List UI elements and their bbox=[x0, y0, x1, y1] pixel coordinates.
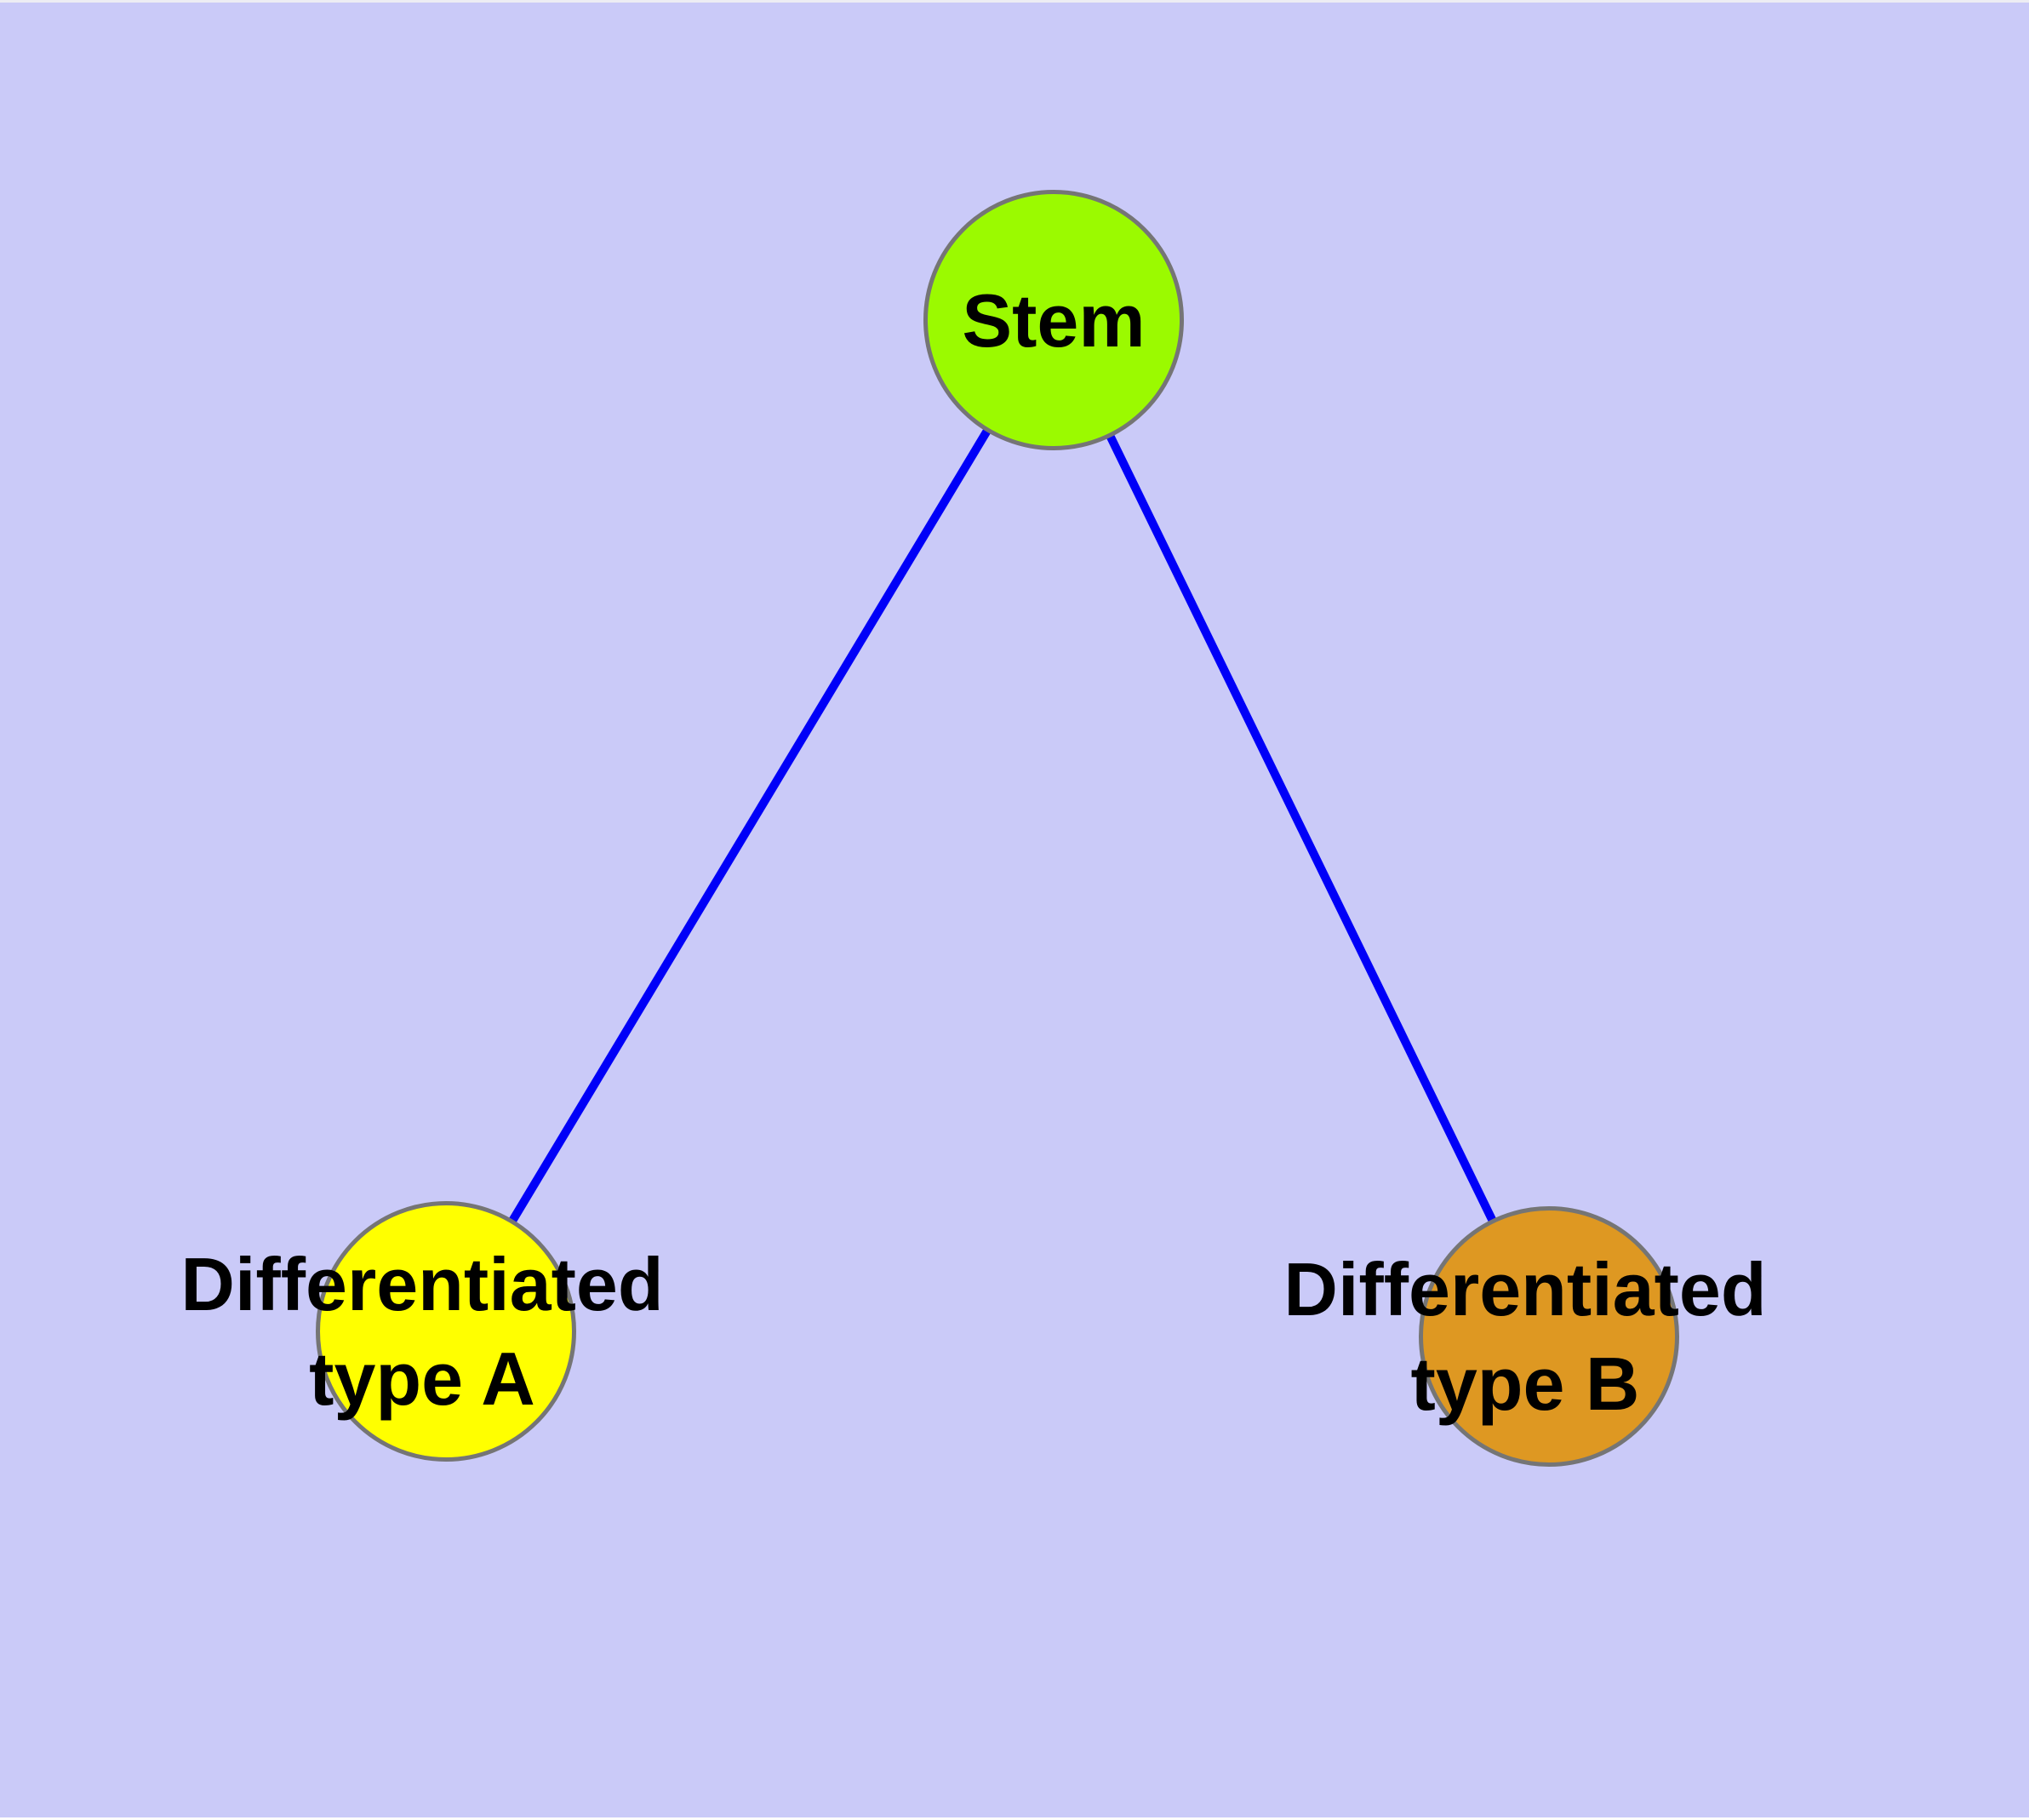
edge-stem-to-type-a bbox=[442, 318, 1058, 1334]
node-differentiated-type-b: Differentiated type B bbox=[1283, 1206, 1767, 1467]
node-differentiated-type-b-label-line-2: type B bbox=[1410, 1342, 1640, 1426]
window-top-edge bbox=[0, 0, 2029, 3]
node-stem: Stem bbox=[923, 190, 1184, 450]
node-stem-label-line: Stem bbox=[962, 278, 1146, 363]
edge-stem-to-type-b bbox=[1049, 318, 1553, 1339]
node-differentiated-type-a: Differentiated type A bbox=[180, 1201, 664, 1462]
node-differentiated-type-a-label-line-2: type A bbox=[309, 1336, 535, 1421]
node-differentiated-type-b-label-line-1: Differentiated bbox=[1283, 1247, 1767, 1331]
node-differentiated-type-a-label: Differentiated type A bbox=[180, 1237, 663, 1426]
node-differentiated-type-a-label-line-1: Differentiated bbox=[180, 1242, 664, 1326]
node-stem-label: Stem bbox=[962, 273, 1145, 368]
node-differentiated-type-b-label: Differentiated type B bbox=[1283, 1242, 1766, 1431]
window-bottom-edge bbox=[0, 1817, 2029, 1820]
